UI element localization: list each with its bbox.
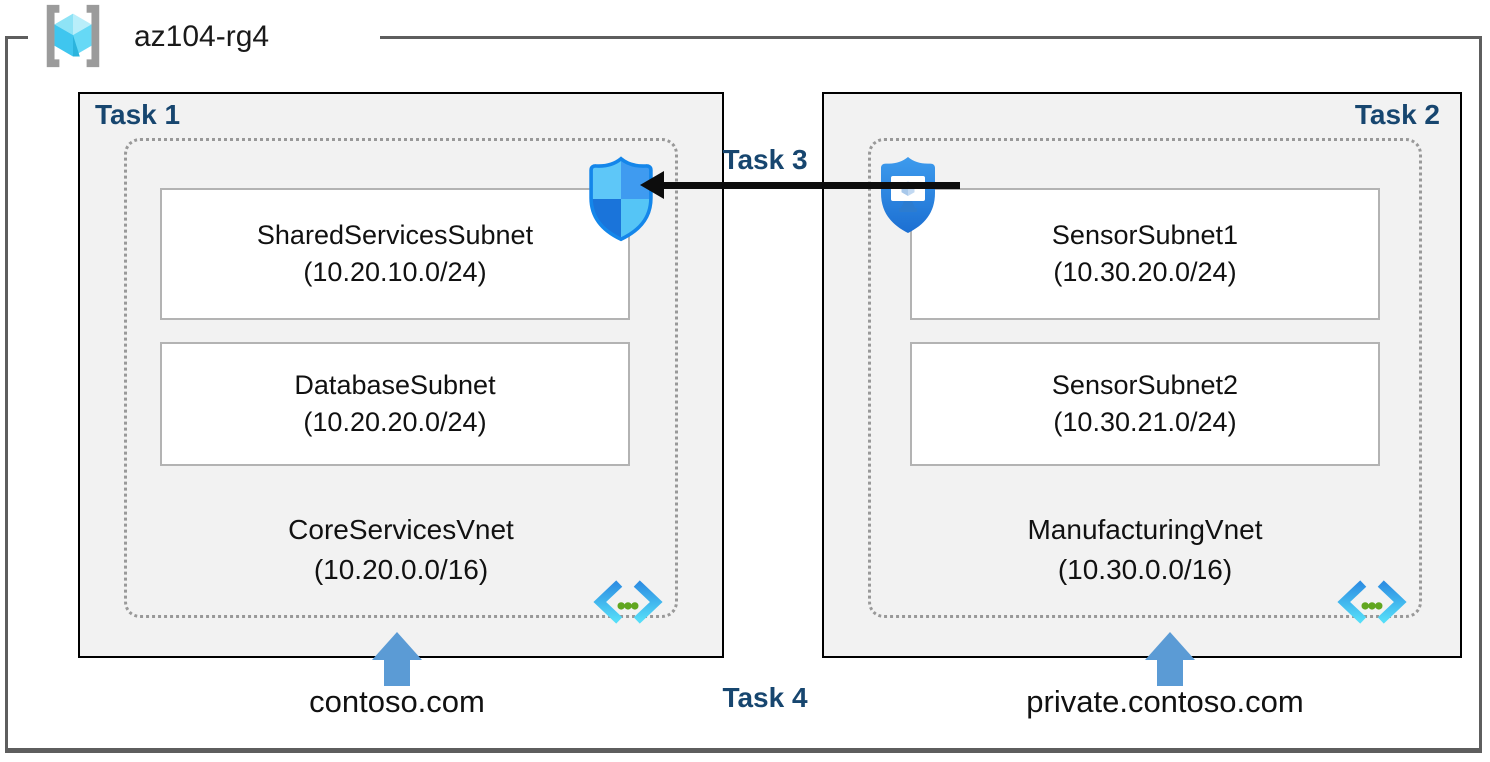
subnet-cidr: (10.20.10.0/24)	[303, 257, 487, 287]
vnet-cidr: (10.30.0.0/16)	[1057, 554, 1233, 585]
task1-label: Task 1	[95, 99, 181, 130]
subnet-name: SharedServicesSubnet	[256, 220, 534, 250]
database-subnet-box: DatabaseSubnet (10.20.20.0/24)	[160, 342, 630, 466]
resource-group-name: az104-rg4	[134, 20, 270, 53]
resource-group-icon	[46, 4, 100, 68]
application-security-group-icon	[881, 157, 935, 233]
manufacturing-vnet-boundary	[868, 138, 1422, 618]
virtual-network-icon	[1337, 580, 1407, 624]
vnet-cidr: (10.20.0.0/16)	[313, 554, 489, 585]
blue-up-arrow-stem	[1157, 660, 1183, 686]
network-security-group-icon	[589, 156, 653, 242]
subnet-cidr: (10.30.20.0/24)	[1053, 257, 1237, 287]
vnet-name: CoreServicesVnet	[288, 514, 514, 545]
task4-label: Task 4	[722, 682, 808, 713]
vnet-name: ManufacturingVnet	[1027, 514, 1263, 545]
dns-zone-contoso: contoso.com	[309, 684, 485, 719]
core-services-vnet-boundary	[124, 138, 678, 618]
core-services-vnet-label: CoreServicesVnet (10.20.0.0/16)	[124, 510, 678, 590]
blue-up-arrow-icon	[1145, 632, 1195, 660]
virtual-network-icon	[593, 580, 663, 624]
dns-zone-private-contoso: private.contoso.com	[1026, 684, 1304, 719]
sensor-subnet1-box: SensorSubnet1 (10.30.20.0/24)	[910, 188, 1380, 320]
shared-services-subnet-box: SharedServicesSubnet (10.20.10.0/24)	[160, 188, 630, 320]
task2-label: Task 2	[1354, 99, 1440, 130]
frame-header-gap	[28, 31, 380, 43]
subnet-name: DatabaseSubnet	[294, 370, 496, 400]
blue-up-arrow-stem	[384, 660, 410, 686]
subnet-name: SensorSubnet2	[1051, 370, 1239, 400]
sensor-subnet2-box: SensorSubnet2 (10.30.21.0/24)	[910, 342, 1380, 466]
subnet-cidr: (10.30.21.0/24)	[1053, 407, 1237, 437]
black-left-arrow-line	[662, 182, 960, 189]
task3-label: Task 3	[722, 144, 808, 175]
manufacturing-vnet-label: ManufacturingVnet (10.30.0.0/16)	[868, 510, 1422, 590]
subnet-name: SensorSubnet1	[1051, 220, 1239, 250]
blue-up-arrow-icon	[372, 632, 422, 660]
subnet-cidr: (10.20.20.0/24)	[303, 407, 487, 437]
black-left-arrow-icon	[640, 171, 664, 199]
